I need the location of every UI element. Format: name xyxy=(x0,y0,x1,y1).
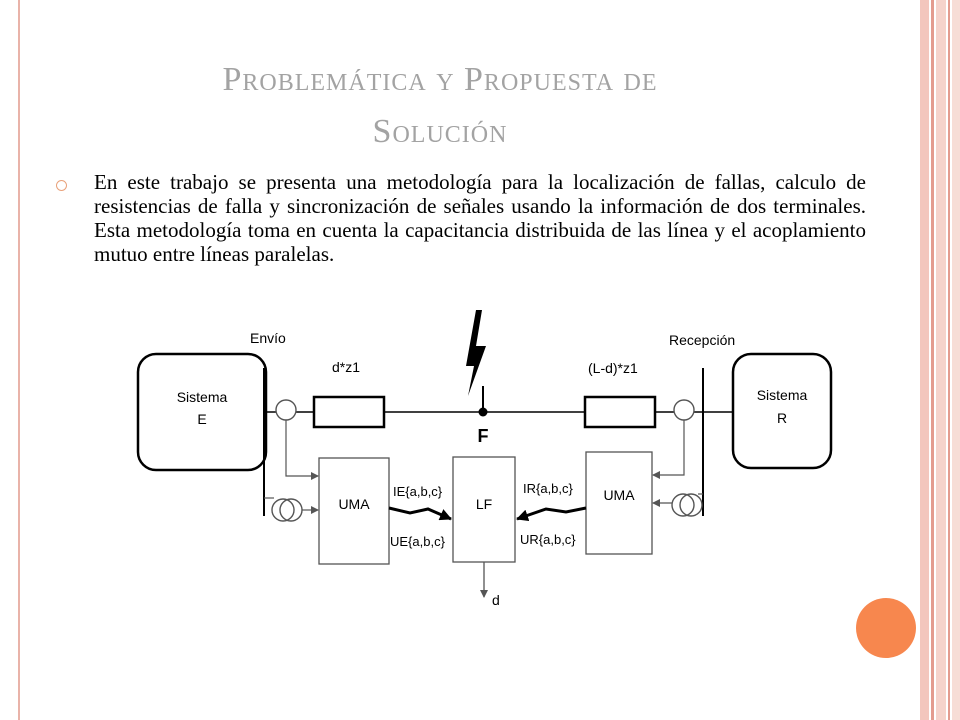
vt-right-icon xyxy=(671,493,703,517)
ue-label: UE{a,b,c} xyxy=(390,534,446,549)
sistema-e-label-1: Sistema xyxy=(177,389,228,405)
slide-title: Problemática y Propuesta de Solución xyxy=(60,54,820,158)
impedance-right-label: (L-d)*z1 xyxy=(588,360,638,376)
left-border xyxy=(18,0,20,720)
ct-left-icon xyxy=(275,399,297,421)
impedance-left-box xyxy=(312,395,386,429)
comm-arrow-left xyxy=(388,506,452,521)
lf-label: LF xyxy=(476,496,492,512)
ie-label: IE{a,b,c} xyxy=(393,484,443,499)
fault-location-diagram: Sistema E Sistema R Envío Recepción d*z1… xyxy=(136,310,833,608)
impedance-right-box xyxy=(583,395,657,429)
uma-left-box xyxy=(318,457,390,565)
right-stripe-4 xyxy=(948,0,950,720)
ct-right-icon xyxy=(673,399,695,421)
lightning-icon xyxy=(466,310,486,396)
title-line-2: Solución xyxy=(372,113,508,150)
sistema-r-box xyxy=(731,352,833,470)
recepcion-label: Recepción xyxy=(669,332,735,348)
right-stripe-3 xyxy=(936,0,946,720)
envio-label: Envío xyxy=(250,330,286,346)
sistema-r-label-1: Sistema xyxy=(757,387,808,403)
output-label: d xyxy=(492,592,500,608)
ur-label: UR{a,b,c} xyxy=(520,532,576,547)
uma-right-box xyxy=(585,451,653,555)
bullet-marker-icon xyxy=(56,180,67,191)
bullet-text: En este trabajo se presenta una metodolo… xyxy=(94,170,866,266)
comm-arrow-right xyxy=(516,506,587,522)
uma-right-label: UMA xyxy=(603,487,635,503)
orange-circle-decoration xyxy=(856,598,916,658)
right-stripe-1 xyxy=(920,0,929,720)
ir-label: IR{a,b,c} xyxy=(523,481,574,496)
ct-right-signal xyxy=(652,420,685,479)
vt-left-icon xyxy=(271,498,303,522)
ct-left-signal xyxy=(285,420,319,480)
fault-label: F xyxy=(478,426,489,446)
sistema-e-label-2: E xyxy=(197,411,206,427)
title-line-1: Problemática y Propuesta de xyxy=(222,61,658,98)
right-stripe-5 xyxy=(952,0,960,720)
right-stripe-2 xyxy=(931,0,934,720)
fault-point-icon xyxy=(478,407,488,417)
impedance-left-label: d*z1 xyxy=(332,359,360,375)
uma-left-label: UMA xyxy=(338,496,370,512)
sistema-r-label-2: R xyxy=(777,410,787,426)
lf-box xyxy=(452,456,516,563)
